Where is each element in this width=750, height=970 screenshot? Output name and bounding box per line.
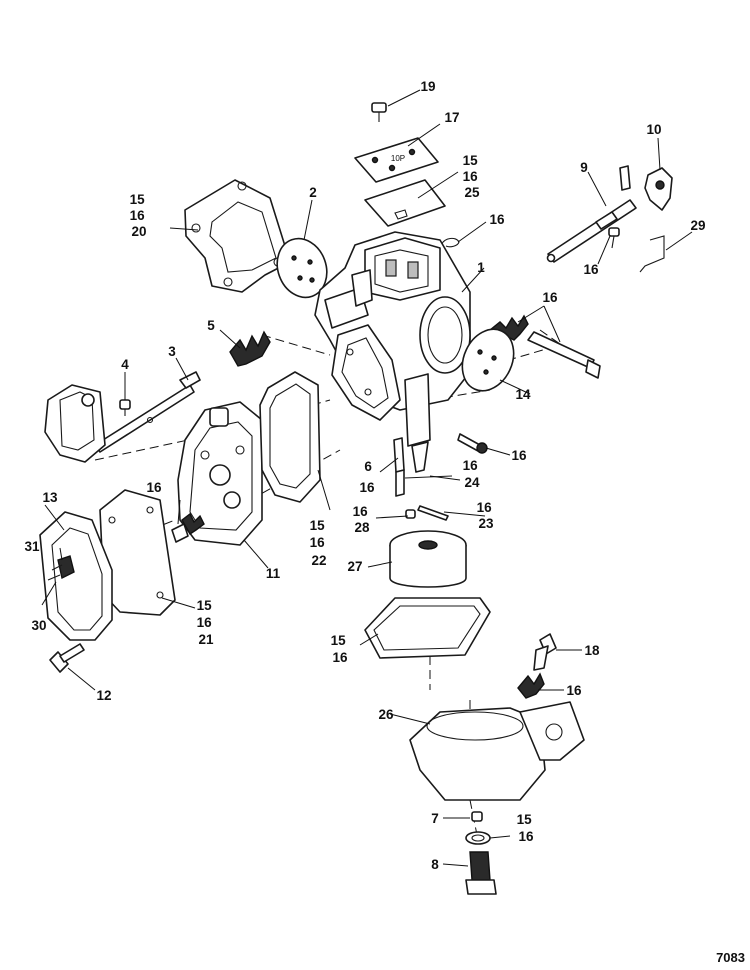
callout-5: 5: [207, 318, 215, 333]
part-16-shaft-screw: [608, 227, 620, 249]
part-4-screw: [119, 399, 131, 416]
part-bowl-gasket: [364, 597, 491, 659]
part-1-carburetor-body: [314, 231, 471, 473]
callout-16-screw: 16: [583, 262, 599, 277]
callout-15-16-25: 15 16 25: [463, 153, 482, 200]
part-25-gasket: [364, 179, 446, 227]
callout-16-plug: 16: [146, 480, 162, 495]
callout-16-rod: 16: [542, 290, 558, 305]
part-8-drain-plug: [465, 851, 497, 895]
choke-lever-housing: [44, 384, 106, 463]
callout-12: 12: [96, 688, 111, 703]
callout-16-23: 16 23: [477, 500, 496, 531]
callout-11: 11: [266, 566, 281, 581]
part-11-fuel-pump-body: [177, 401, 263, 546]
plate-marking: 10P: [391, 154, 405, 163]
part-29-link: [639, 235, 665, 273]
part-19-screw: [371, 102, 387, 122]
part-12-bolt: [49, 643, 85, 673]
part-6-tube: [393, 437, 405, 497]
callout-2: 2: [309, 185, 317, 200]
part-31-fitting: [47, 564, 63, 581]
part-13-pump-cover: [39, 511, 113, 641]
callout-labels: 19 17 10 9 15 16 25 15 16 20 2 16 29 16 …: [24, 79, 705, 872]
part-pin: [619, 165, 631, 191]
part-16-clip: [441, 237, 460, 248]
callout-7: 7: [431, 811, 439, 826]
callout-17: 17: [444, 110, 459, 125]
part-17-cover-plate: 10P: [354, 137, 439, 183]
callout-16-28: 16 28: [353, 504, 372, 535]
part-9-throttle-shaft: [546, 199, 637, 263]
part-10-cam: [644, 167, 673, 211]
callout-15-16-21: 15 16 21: [197, 598, 216, 647]
callout-31: 31: [24, 539, 40, 554]
callout-15-16-20: 15 16 20: [130, 192, 149, 239]
callout-26: 26: [378, 707, 394, 722]
callout-1: 1: [477, 260, 485, 275]
callout-14: 14: [515, 387, 531, 402]
part-23-pin: [417, 505, 449, 521]
callout-10: 10: [646, 122, 661, 137]
callout-30: 30: [31, 618, 46, 633]
callout-19: 19: [420, 79, 435, 94]
callout-6-16: 6 16: [359, 459, 375, 495]
part-washer: [465, 831, 491, 845]
leader-lines: [41, 89, 693, 867]
callout-27: 27: [347, 559, 362, 574]
callout-4: 4: [121, 357, 129, 372]
part-18-screw: [533, 633, 557, 671]
callout-15-16-bowl: 15 16: [331, 633, 350, 665]
callout-29: 29: [690, 218, 705, 233]
part-22-gasket: [259, 371, 321, 503]
callout-3: 3: [168, 344, 176, 359]
callout-8: 8: [431, 857, 439, 872]
callout-13: 13: [42, 490, 58, 505]
part-28-screw: [405, 509, 416, 519]
part-27-float: [389, 530, 467, 588]
callout-16-top: 16: [489, 212, 505, 227]
part-20-gasket: [184, 179, 291, 293]
part-7-screw: [471, 811, 483, 822]
callout-15-16-washer: 15 16: [517, 812, 536, 844]
callout-9: 9: [580, 160, 588, 175]
figure-number: 7083: [716, 950, 745, 965]
part-5-spring: [229, 330, 271, 367]
callout-16-needle: 16: [511, 448, 527, 463]
part-16-plug: [171, 512, 205, 543]
part-2-diaphragm: [276, 237, 328, 299]
part-26-float-bowl: [409, 701, 585, 801]
part-16-bowl-screw: [517, 672, 545, 699]
part-14-disc: [461, 328, 515, 392]
callout-15-16-22: 15 16 22: [310, 518, 329, 568]
part-16-needle: [457, 433, 488, 454]
callout-16-bolt: 16: [566, 683, 582, 698]
callout-18: 18: [584, 643, 600, 658]
callout-16-24: 16 24: [463, 458, 482, 490]
part-24-pin: [404, 475, 453, 479]
